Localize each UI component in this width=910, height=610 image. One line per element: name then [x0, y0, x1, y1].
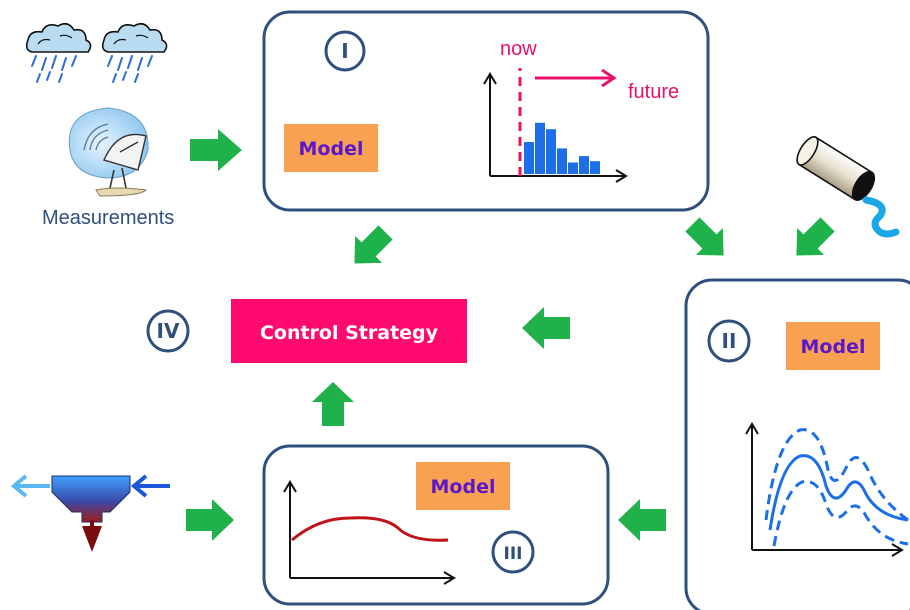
forecast-bar — [535, 122, 545, 174]
arrow-measurements-to-I — [190, 129, 242, 171]
svg-text:III: III — [504, 544, 523, 564]
future-arrow — [535, 68, 617, 88]
forecast-chart: now future — [483, 38, 679, 183]
numeral-badge-I: I — [324, 30, 366, 72]
numeral-badge-II: II — [707, 319, 751, 363]
radar-dish-icon — [68, 107, 149, 197]
forecast-bars — [524, 122, 600, 174]
inflow-arrow-icon — [130, 474, 170, 498]
arrow-I-to-IV — [354, 225, 393, 264]
control-strategy-box: Control Strategy — [231, 299, 467, 363]
forecast-bar — [568, 162, 578, 174]
arrow-II-to-IV — [522, 307, 570, 349]
outflow-arrow-icon — [10, 474, 50, 498]
now-label: now — [500, 38, 537, 60]
future-label: future — [628, 81, 679, 103]
control-curve — [291, 516, 449, 542]
arrow-I-to-II — [685, 217, 724, 256]
arrow-II-to-III — [618, 499, 666, 541]
uncertainty-band-chart — [745, 422, 909, 557]
module-II: II Model — [684, 278, 910, 610]
svg-text:Model: Model — [299, 138, 364, 160]
forecast-bar — [579, 156, 589, 174]
svg-text:Model: Model — [801, 336, 866, 358]
arrow-pipe-to-II — [796, 217, 835, 256]
rain-cloud-icon — [25, 22, 168, 83]
arrow-III-to-IV — [312, 382, 354, 426]
forecast-bar — [590, 161, 600, 174]
module-III: Model III — [262, 444, 610, 606]
numeral-badge-IV: IV — [146, 309, 190, 353]
pipe-icon — [796, 136, 876, 201]
settling-tank-icon — [10, 474, 170, 552]
forecast-bar — [557, 148, 567, 174]
svg-text:Model: Model — [431, 476, 496, 498]
forecast-bar — [546, 129, 556, 174]
measurements-label: Measurements — [42, 207, 174, 229]
model-box-I: Model — [284, 124, 378, 172]
control-curve-chart — [283, 480, 456, 585]
band-upper — [764, 428, 909, 522]
model-box-II: Model — [786, 322, 880, 370]
model-box-III: Model — [416, 462, 510, 510]
module-I: I Model now future — [262, 10, 710, 212]
arrow-tank-to-III — [186, 499, 234, 541]
svg-text:Control Strategy: Control Strategy — [260, 322, 439, 344]
band-center — [768, 454, 909, 531]
forecast-bar — [524, 142, 534, 174]
svg-text:I: I — [341, 39, 348, 63]
svg-text:IV: IV — [157, 319, 180, 343]
numeral-badge-III: III — [491, 530, 535, 574]
band-lower — [772, 479, 909, 547]
svg-text:II: II — [722, 329, 737, 353]
pipe-water — [862, 196, 900, 238]
